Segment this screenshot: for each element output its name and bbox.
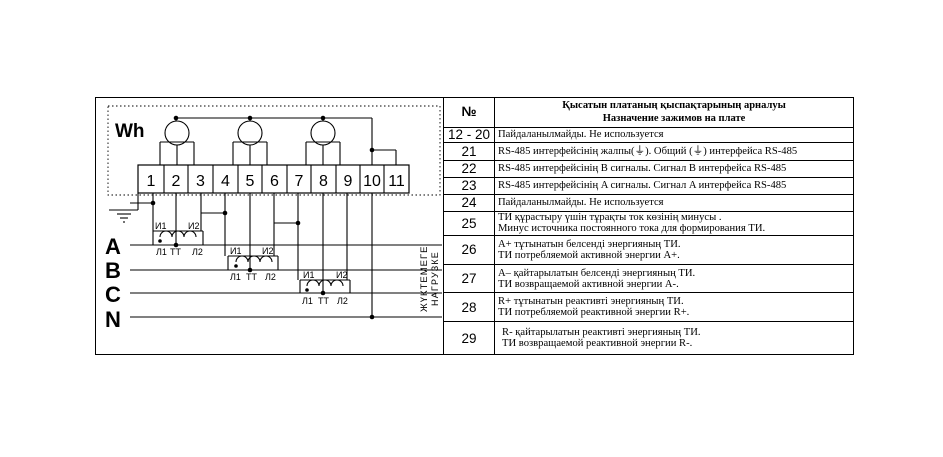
terminal-label: 7: [295, 173, 304, 190]
terminal-label: 5: [246, 173, 255, 190]
row-number: 12 - 20: [443, 127, 495, 143]
ct1-tt-label: ТТ: [170, 247, 181, 257]
row-number: 24: [443, 193, 495, 212]
row-description-kk: RS-485 интерфейсінің B сигналы. Сигнал B…: [498, 163, 787, 175]
row-description-kk: Пайдаланылмайды. Не используется: [498, 129, 664, 141]
row-number: 26: [443, 235, 495, 265]
phase-label-b: B: [105, 258, 121, 283]
current-coil-3: [310, 120, 336, 146]
ct3-l1-label: Л1: [302, 296, 313, 306]
row-description-kk: A+ тұтынатын белсенді энергияның ТИ.: [498, 238, 681, 250]
row-description-ru: ТИ возвращаемой реактивной энергии R-.: [502, 338, 693, 350]
terminal-label: 9: [344, 173, 353, 190]
row-number: 21: [443, 141, 495, 161]
row-description-kk: Пайдаланылмайды. Не используется: [498, 197, 664, 209]
row-description-ru: Минус источника постоянного тока для фор…: [498, 223, 766, 235]
ct2-i2-label: И2: [262, 246, 273, 256]
row-number: 25: [443, 210, 495, 237]
header-name: Қысатын платаның қыспақтарының арналуы Н…: [494, 97, 854, 128]
current-coil-2: [237, 120, 263, 146]
meter-housing: [107, 105, 441, 196]
terminal-label: 4: [221, 173, 230, 190]
ct3-tt-label: ТТ: [318, 296, 329, 306]
ct-coil-3: [306, 279, 344, 287]
phase-label-c: C: [105, 282, 121, 307]
ct2-i1-label: И1: [230, 246, 241, 256]
row-description-kk: R- қайтарылатын реактивті энергияның ТИ.: [502, 327, 701, 339]
terminal-label: 6: [270, 173, 279, 190]
terminal-label: 1: [147, 173, 156, 190]
row-description: RS-485 интерфейсінің жалпы(⏚). Общий (⏚)…: [494, 141, 854, 161]
header-name-kk: Қысатын платаның қыспақтарының арналуы: [562, 100, 786, 111]
ct1-l1-label: Л1: [156, 247, 167, 257]
row-number: 23: [443, 176, 495, 195]
header-name-ru: Назначение зажимов на плате: [602, 112, 746, 124]
row-description-kk: ТИ құрастыру үшін тұрақты ток көзінің ми…: [498, 212, 722, 224]
terminal-label: 10: [363, 173, 381, 190]
ct1-i1-label: И1: [155, 221, 166, 231]
ct3-i1-label: И1: [303, 270, 314, 280]
row-description: ТИ құрастыру үшін тұрақты ток көзінің ми…: [494, 210, 854, 237]
row-description-ru: ТИ возвращаемой активной энергии A-.: [498, 278, 679, 290]
ct1-l2-label: Л2: [192, 247, 203, 257]
ct2-tt-label: ТТ: [246, 272, 257, 282]
row-number: 28: [443, 292, 495, 323]
load-label-kk: ЖҮКТЕМЕГЕ: [419, 246, 430, 312]
terminal-label: 3: [196, 173, 205, 190]
row-description: R- қайтарылатын реактивті энергияның ТИ.…: [494, 321, 854, 355]
row-number: 22: [443, 159, 495, 178]
phase-label-n: N: [105, 307, 121, 332]
row-number: 27: [443, 263, 495, 294]
row-description-kk: RS-485 интерфейсінің жалпы(⏚). Общий (⏚)…: [498, 145, 798, 157]
load-label-ru: НАГРУЗКЕ: [430, 251, 440, 306]
ct1-i2-label: И2: [188, 221, 199, 231]
row-description-ru: ТИ потребляемой активной энергии A+.: [498, 249, 680, 261]
ct-coil-1: [159, 230, 197, 238]
ct3-i2-label: И2: [336, 270, 347, 280]
terminal-label: 8: [319, 173, 328, 190]
row-description-kk: RS-485 интерфейсінің A сигналы. Сигнал A…: [498, 180, 787, 192]
row-description: RS-485 интерфейсінің A сигналы. Сигнал A…: [494, 176, 854, 195]
row-description: A– қайтарылатын белсенді энергияның ТИ.Т…: [494, 263, 854, 294]
row-description: RS-485 интерфейсінің B сигналы. Сигнал B…: [494, 159, 854, 178]
header-number: №: [443, 97, 495, 128]
ct2-l1-label: Л1: [230, 272, 241, 282]
terminal-label: 2: [172, 173, 181, 190]
table-header-row: № Қысатын платаның қыспақтарының арналуы…: [443, 97, 854, 128]
ct2-l2-label: Л2: [265, 272, 276, 282]
row-description: R+ тұтынатын реактивті энергияның ТИ.ТИ …: [494, 292, 854, 323]
phase-label-a: A: [105, 234, 121, 259]
terminal-assignment-table: № Қысатын платаның қыспақтарының арналуы…: [443, 97, 854, 355]
row-description: Пайдаланылмайды. Не используется: [494, 127, 854, 143]
row-description-ru: ТИ потребляемой реактивной энергии R+.: [498, 307, 690, 319]
row-number: 29: [443, 321, 495, 355]
row-description-kk: R+ тұтынатын реактивті энергияның ТИ.: [498, 296, 684, 308]
device-label: Wh: [115, 121, 145, 142]
ct-coil-2: [235, 255, 273, 263]
row-description: A+ тұтынатын белсенді энергияның ТИ.ТИ п…: [494, 235, 854, 265]
row-description: Пайдаланылмайды. Не используется: [494, 193, 854, 212]
terminal-label: 11: [388, 173, 405, 190]
current-coil-1: [164, 120, 190, 146]
ct3-l2-label: Л2: [337, 296, 348, 306]
row-description-kk: A– қайтарылатын белсенді энергияның ТИ.: [498, 267, 696, 279]
